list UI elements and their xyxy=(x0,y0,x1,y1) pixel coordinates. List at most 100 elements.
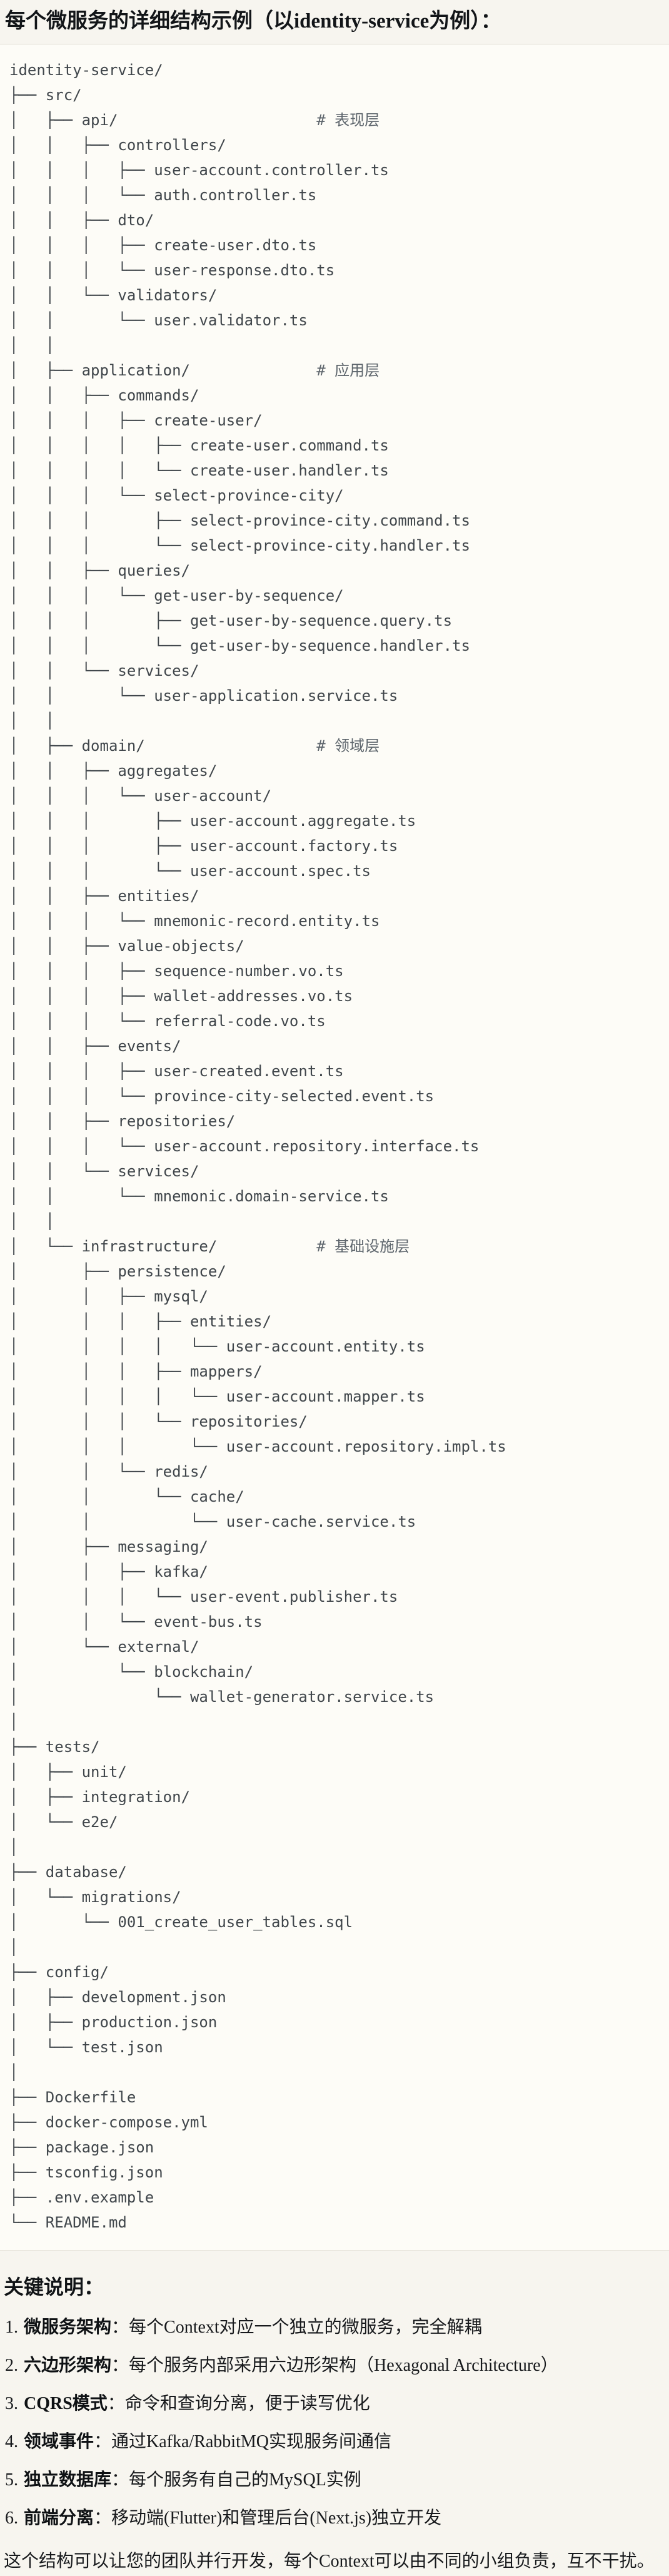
tree-line: ├── tests/ xyxy=(9,1734,660,1759)
tree-line-text: ├── src/ xyxy=(9,86,82,104)
note-item: 1.微服务架构：每个Context对应一个独立的微服务，完全解耦 xyxy=(5,2316,663,2338)
tree-line-text: │ │ │ ├── user-account.aggregate.ts xyxy=(9,812,416,830)
tree-line-text: │ │ └── redis/ xyxy=(9,1463,208,1481)
note-label: 六边形架构 xyxy=(24,2356,112,2376)
tree-line: │ │ ├── dto/ xyxy=(9,208,660,233)
tree-line-text: │ │ │ └── get-user-by-sequence.handler.t… xyxy=(9,637,470,655)
tree-line-text: ├── docker-compose.yml xyxy=(9,2114,208,2132)
tree-line: │ │ │ └── user-account.repository.interf… xyxy=(9,1134,660,1159)
tree-line-text: │ ├── persistence/ xyxy=(9,1263,226,1281)
note-number: 6. xyxy=(5,2508,18,2528)
tree-line-text: │ │ └── services/ xyxy=(9,1163,199,1181)
note-item: 6.前端分离：移动端(Flutter)和管理后台(Next.js)独立开发 xyxy=(5,2507,663,2529)
note-number: 2. xyxy=(5,2356,18,2376)
tree-line: │ │ │ └── user-account.spec.ts xyxy=(9,858,660,883)
tree-line-text: │ │ │ ├── user-created.event.ts xyxy=(9,1062,344,1081)
tree-line-text: │ │ │ ├── get-user-by-sequence.query.ts xyxy=(9,612,453,630)
tree-line: │ │ │ └── select-province-city.handler.t… xyxy=(9,533,660,558)
tree-line-comment: # 基础设施层 xyxy=(316,1238,410,1256)
tree-line-text: │ ├── application/ xyxy=(9,362,317,380)
tree-line: │ │ │ │ └── user-account.mapper.ts xyxy=(9,1384,660,1409)
tree-line-text: │ ├── unit/ xyxy=(9,1763,127,1781)
tree-line: identity-service/ xyxy=(9,58,660,83)
tree-line-text: │ │ │ └── user-response.dto.ts xyxy=(9,262,335,280)
tree-line: │ │ │ ├── select-province-city.command.t… xyxy=(9,508,660,533)
tree-line-text: │ │ │ └── get-user-by-sequence/ xyxy=(9,587,344,605)
tree-line-text: ├── config/ xyxy=(9,1963,109,1982)
tree-line: │ │ │ ├── create-user/ xyxy=(9,408,660,433)
tree-line: │ │ │ └── referral-code.vo.ts xyxy=(9,1009,660,1034)
tree-line: │ │ └── user-cache.service.ts xyxy=(9,1509,660,1534)
tree-line: │ │ │ ├── sequence-number.vo.ts xyxy=(9,959,660,984)
tree-line: │ ├── application/ # 应用层 xyxy=(9,358,660,383)
tree-line: ├── config/ xyxy=(9,1960,660,1985)
tree-line: │ │ └── services/ xyxy=(9,1159,660,1184)
tree-line: │ │ ├── kafka/ xyxy=(9,1559,660,1584)
tree-line: │ │ └── event-bus.ts xyxy=(9,1609,660,1634)
tree-line-text: │ │ └── cache/ xyxy=(9,1488,244,1506)
tree-line-text: │ │ ├── dto/ xyxy=(9,211,154,230)
tree-line: │ │ xyxy=(9,333,660,358)
tree-line-text: │ xyxy=(9,1713,19,1731)
tree-line: ├── tsconfig.json xyxy=(9,2160,660,2185)
tree-line: │ │ │ └── mnemonic-record.entity.ts xyxy=(9,909,660,934)
tree-line: │ │ └── redis/ xyxy=(9,1459,660,1484)
tree-line-text: │ │ ├── repositories/ xyxy=(9,1112,236,1131)
tree-line-text: │ │ │ ├── select-province-city.command.t… xyxy=(9,512,470,530)
tree-line: │ │ │ │ └── create-user.handler.ts xyxy=(9,458,660,483)
tree-line: │ └── external/ xyxy=(9,1634,660,1659)
note-item: 3.CQRS模式：命令和查询分离，便于读写优化 xyxy=(5,2393,663,2415)
note-text: ：命令和查询分离，便于读写优化 xyxy=(107,2394,370,2414)
tree-line: │ │ │ └── get-user-by-sequence.handler.t… xyxy=(9,633,660,658)
tree-line: │ │ └── user-application.service.ts xyxy=(9,683,660,708)
note-text: ：每个服务内部采用六边形架构（Hexagonal Architecture） xyxy=(111,2356,558,2376)
tree-line: │ └── migrations/ xyxy=(9,1885,660,1910)
tree-line-text: │ ├── production.json xyxy=(9,2013,218,2032)
tree-line: │ │ │ └── user-event.publisher.ts xyxy=(9,1584,660,1609)
tree-line-text: │ │ └── user-application.service.ts xyxy=(9,687,398,705)
tree-line: │ └── test.json xyxy=(9,2035,660,2060)
tree-line-text: │ │ │ └── mnemonic-record.entity.ts xyxy=(9,912,380,930)
tree-line: │ ├── messaging/ xyxy=(9,1534,660,1559)
tree-line: │ │ ├── controllers/ xyxy=(9,133,660,158)
tree-line-text: │ │ │ └── auth.controller.ts xyxy=(9,186,317,205)
tree-line-text: │ ├── messaging/ xyxy=(9,1538,208,1556)
directory-tree: identity-service/ ├── src/ │ ├── api/ # … xyxy=(9,58,660,2235)
tree-line-text: │ └── wallet-generator.service.ts xyxy=(9,1688,435,1706)
note-number: 4. xyxy=(5,2432,18,2452)
tree-line: │ │ │ ├── entities/ xyxy=(9,1309,660,1334)
tree-line-text: │ │ xyxy=(9,1213,55,1231)
note-number: 5. xyxy=(5,2470,18,2490)
tree-line-text: ├── package.json xyxy=(9,2139,154,2157)
tree-line-text: │ │ │ ├── mappers/ xyxy=(9,1363,263,1381)
tree-line: │ │ └── validators/ xyxy=(9,283,660,308)
tree-line-text: │ │ xyxy=(9,337,55,355)
tree-line-comment: # 应用层 xyxy=(316,362,380,380)
tree-line-text: │ │ xyxy=(9,712,55,730)
tree-line-text: │ xyxy=(9,1838,19,1856)
tree-line-text: │ └── e2e/ xyxy=(9,1813,118,1831)
tree-line: │ │ │ └── get-user-by-sequence/ xyxy=(9,583,660,608)
tree-line-text: │ └── migrations/ xyxy=(9,1888,181,1907)
note-number: 3. xyxy=(5,2394,18,2414)
tree-line-text: │ │ │ └── referral-code.vo.ts xyxy=(9,1012,326,1031)
tree-line: ├── src/ xyxy=(9,83,660,108)
tree-line-text: │ │ └── user.validator.ts xyxy=(9,312,308,330)
tree-line-text: │ │ │ └── user-account.repository.impl.t… xyxy=(9,1438,506,1456)
tree-line: │ └── wallet-generator.service.ts xyxy=(9,1684,660,1709)
tree-line-text: │ │ ├── mysql/ xyxy=(9,1288,208,1306)
tree-line-text: │ │ │ ├── create-user.dto.ts xyxy=(9,237,317,255)
key-notes-section: 关键说明： 1.微服务架构：每个Context对应一个独立的微服务，完全解耦 2… xyxy=(0,2251,669,2573)
tree-line-text: │ │ ├── controllers/ xyxy=(9,136,226,155)
tree-line: │ │ ├── queries/ xyxy=(9,558,660,583)
note-text: ：每个Context对应一个独立的微服务，完全解耦 xyxy=(111,2318,482,2338)
tree-line-text: │ │ ├── events/ xyxy=(9,1037,181,1056)
tree-line-text: └── README.md xyxy=(9,2214,127,2232)
tree-line-text: │ │ ├── commands/ xyxy=(9,387,199,405)
tree-line: │ │ │ └── auth.controller.ts xyxy=(9,183,660,208)
tree-line-text: │ │ │ ├── wallet-addresses.vo.ts xyxy=(9,987,353,1005)
note-item: 4.领域事件：通过Kafka/RabbitMQ实现服务间通信 xyxy=(5,2431,663,2453)
tree-line: │ │ │ ├── get-user-by-sequence.query.ts xyxy=(9,608,660,633)
tree-line-text: │ │ ├── aggregates/ xyxy=(9,762,218,780)
tree-line-text: ├── Dockerfile xyxy=(9,2089,136,2107)
